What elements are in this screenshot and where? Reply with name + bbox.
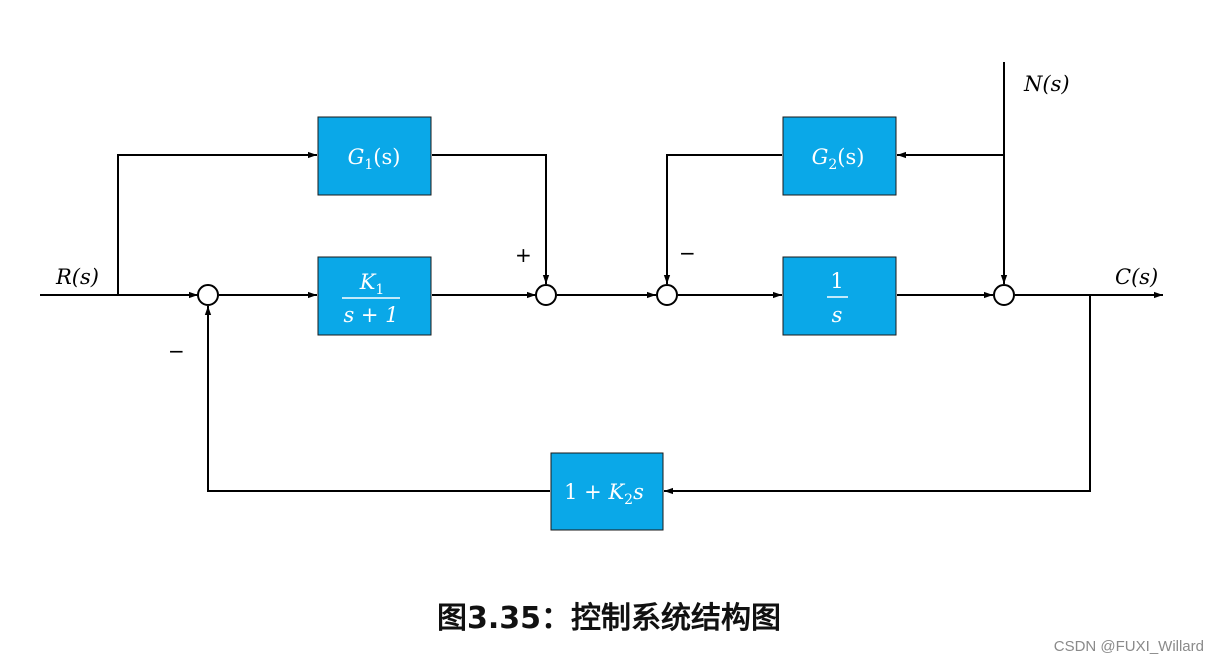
integrator-numerator: 1: [830, 269, 843, 293]
feedback-out-line: [204, 306, 550, 492]
g2-label: G2(s): [812, 145, 865, 173]
g1-label: G1(s): [348, 145, 401, 173]
g1-to-j2-line: [432, 154, 550, 284]
k1-block: [317, 256, 432, 336]
watermark: CSDN @FUXI_Willard: [1053, 638, 1204, 655]
k1-denominator: s + 1: [343, 303, 398, 327]
minus-sign-j3: −: [679, 241, 696, 265]
feedback-block: [550, 452, 664, 531]
minus-sign-j1: −: [168, 339, 185, 363]
summing-junction-1: [197, 284, 219, 306]
summing-junction-4: [993, 284, 1015, 306]
integrator-denominator: s: [832, 303, 843, 327]
feedback-label: 1 + K2s: [564, 480, 644, 508]
g2-to-j3-line: [663, 154, 782, 284]
summing-junction-2: [535, 284, 557, 306]
output-signal-label: C(s): [1115, 265, 1158, 289]
g1-branch-line: [117, 151, 317, 295]
figure-caption: 图3.35：控制系统结构图: [436, 601, 782, 636]
feedback-in-line: [664, 295, 1091, 495]
disturbance-signal-label: N(s): [1023, 72, 1070, 96]
g1-block: [317, 116, 432, 196]
k1-numerator: K1: [359, 270, 385, 298]
g2-block: [782, 116, 897, 196]
summing-junction-3: [656, 284, 678, 306]
integrator-block: [782, 256, 897, 336]
plus-sign-j2: +: [515, 243, 532, 267]
input-signal-label: R(s): [55, 265, 99, 289]
